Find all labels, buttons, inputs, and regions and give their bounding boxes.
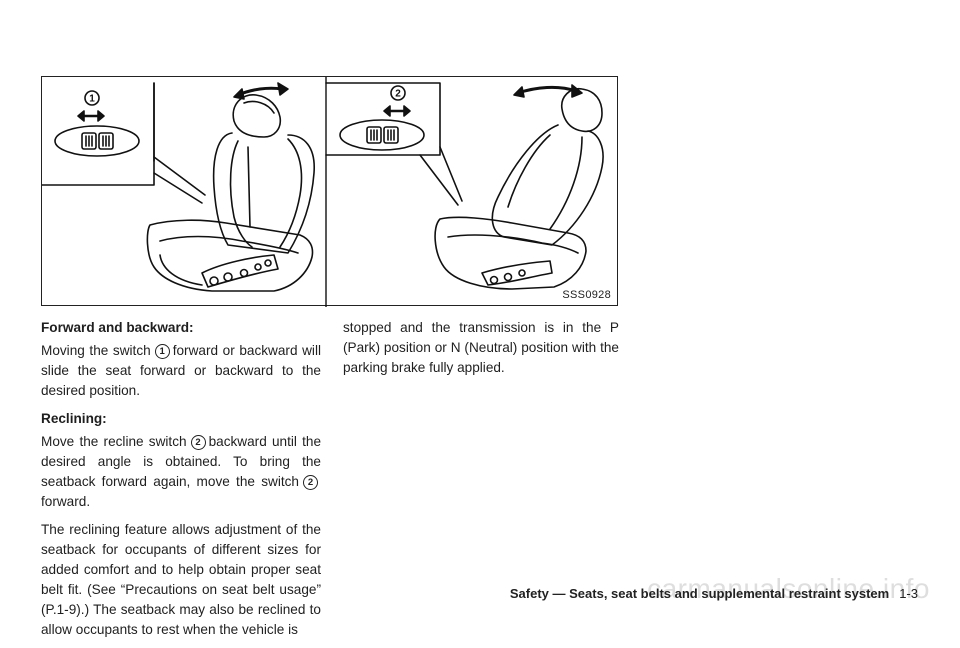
switch-1-badge: 1	[154, 344, 170, 359]
right-column: stopped and the transmission is in the P…	[343, 318, 619, 386]
seat-illustration: 1 2	[42, 77, 604, 307]
switch-2-badge: 2	[190, 435, 206, 450]
figure-code: SSS0928	[562, 289, 611, 301]
page-footer: Safety — Seats, seat belts and supplemen…	[510, 586, 918, 601]
figure-label-2: 2	[395, 89, 401, 100]
text-segment: forward or backward will slide the seat …	[41, 343, 321, 398]
heading-forward-backward: Forward and backward:	[41, 320, 194, 335]
figure-label-1: 1	[89, 94, 95, 105]
paragraph-reclining-feature: The reclining feature allows adjustment …	[41, 522, 321, 637]
heading-reclining: Reclining:	[41, 411, 107, 426]
page-number: 1-3	[899, 586, 918, 601]
text-segment: Move the recline switch	[41, 434, 187, 449]
text-segment: backward until the desired angle is obta…	[41, 434, 322, 489]
paragraph-continued: stopped and the transmission is in the P…	[343, 320, 619, 375]
seat-adjustment-figure: 1 2 SSS0928	[41, 76, 618, 307]
text-segment: Moving the switch	[41, 343, 151, 358]
switch-2-badge: 2	[303, 475, 318, 490]
text-segment: forward.	[41, 494, 91, 509]
footer-title: Safety — Seats, seat belts and supplemen…	[509, 586, 890, 601]
